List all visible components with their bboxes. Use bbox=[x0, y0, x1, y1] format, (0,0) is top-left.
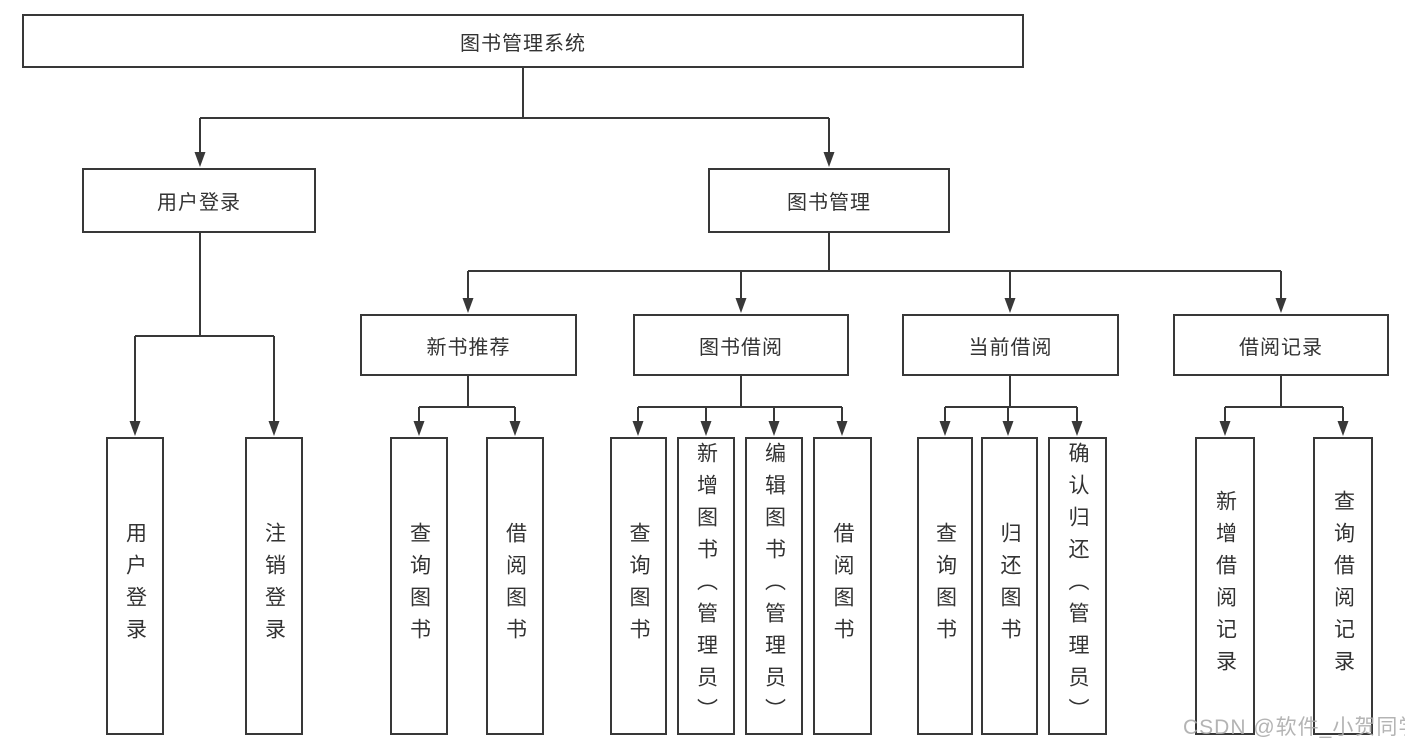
node-leaf-borrow-books-1: 借阅图书 bbox=[486, 437, 544, 735]
node-label: 编辑图书（管理员） bbox=[762, 442, 786, 730]
node-leaf-edit-books-admin: 编辑图书（管理员） bbox=[745, 437, 803, 735]
node-leaf-user-login: 用户登录 bbox=[106, 437, 164, 735]
node-label: 新增借阅记录 bbox=[1213, 490, 1237, 682]
node-label: 图书管理 bbox=[787, 192, 871, 214]
node-label: 查询借阅记录 bbox=[1331, 490, 1355, 682]
node-new-book-recommendation: 新书推荐 bbox=[360, 314, 577, 376]
node-leaf-query-books-2: 查询图书 bbox=[610, 437, 667, 735]
node-book-management: 图书管理 bbox=[708, 168, 950, 233]
node-label: 归还图书 bbox=[998, 522, 1021, 650]
csdn-watermark: CSDN @软件_小贺同学 bbox=[1183, 716, 1405, 739]
node-leaf-return-books: 归还图书 bbox=[981, 437, 1038, 735]
node-leaf-query-books-3: 查询图书 bbox=[917, 437, 973, 735]
node-label: 确认归还（管理员） bbox=[1066, 442, 1089, 730]
node-label: 用户登录 bbox=[123, 522, 147, 650]
node-current-borrowing: 当前借阅 bbox=[902, 314, 1119, 376]
node-leaf-query-borrow-record: 查询借阅记录 bbox=[1313, 437, 1373, 735]
node-label: 当前借阅 bbox=[968, 336, 1053, 359]
node-leaf-borrow-books-2: 借阅图书 bbox=[813, 437, 872, 735]
node-label: 借阅图书 bbox=[503, 522, 527, 650]
node-leaf-add-books-admin: 新增图书（管理员） bbox=[677, 437, 735, 735]
node-label: 用户登录 bbox=[157, 192, 241, 214]
node-user-login: 用户登录 bbox=[82, 168, 316, 233]
node-label: 图书借阅 bbox=[699, 336, 783, 359]
node-label: 注销登录 bbox=[262, 522, 286, 650]
node-leaf-add-borrow-record: 新增借阅记录 bbox=[1195, 437, 1255, 735]
node-label: 借阅图书 bbox=[831, 522, 854, 650]
node-leaf-logout: 注销登录 bbox=[245, 437, 303, 735]
node-label: 查询图书 bbox=[627, 522, 650, 650]
node-leaf-query-books-1: 查询图书 bbox=[390, 437, 448, 735]
node-leaf-confirm-return-admin: 确认归还（管理员） bbox=[1048, 437, 1107, 735]
node-label: 新书推荐 bbox=[426, 336, 511, 359]
node-borrowing-records: 借阅记录 bbox=[1173, 314, 1389, 376]
node-label: 图书管理系统 bbox=[460, 32, 586, 55]
node-label: 新增图书（管理员） bbox=[694, 442, 718, 730]
node-label: 借阅记录 bbox=[1239, 336, 1323, 359]
node-label: 查询图书 bbox=[407, 522, 431, 650]
node-book-borrowing: 图书借阅 bbox=[633, 314, 849, 376]
node-library-management-system: 图书管理系统 bbox=[22, 14, 1024, 68]
node-label: 查询图书 bbox=[933, 522, 957, 650]
